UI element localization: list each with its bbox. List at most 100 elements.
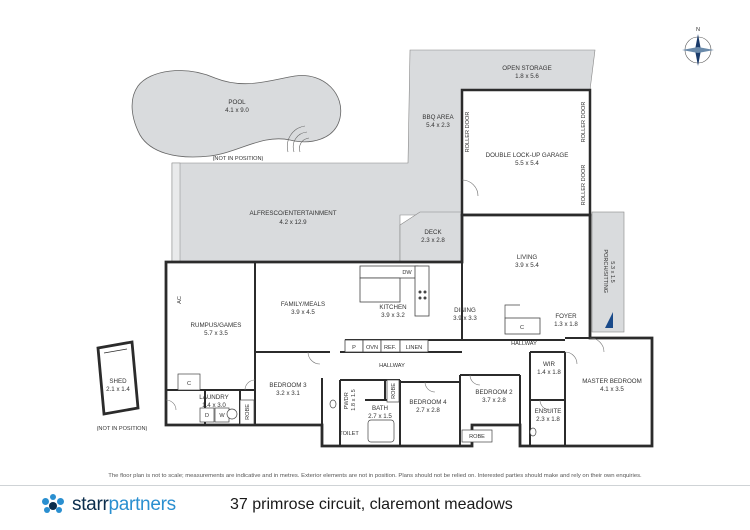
alfresco-edge [171,162,181,263]
family-dims: 3.9 x 4.5 [291,309,315,316]
foyer-cupboard-label: C [520,325,524,331]
living-name: LIVING [517,254,537,261]
porch-dims: 5.3 x 1.5 [609,261,615,282]
bedroom3-dims: 3.2 x 3.1 [276,390,300,397]
shed-note: (NOT IN POSITION) [97,426,148,432]
toilet-icon [329,399,337,409]
cooktop-icon [418,290,427,300]
property-address: 37 primrose circuit, claremont meadows [230,496,513,513]
porch-label: PORCH/SITTING 5.3 x 1.5 [602,249,615,294]
foyer-dims: 1.3 x 1.8 [554,321,578,328]
garage-walls [460,88,592,217]
oven-label: OVN [366,345,378,351]
pool-name: POOL [228,99,246,106]
alfresco-dims: 4.2 x 12.9 [279,219,307,226]
alfresco-name: ALFRESCO/ENTERTAINMENT [249,210,336,217]
compass-north-label: N [696,27,700,33]
brand-logo[interactable]: starrpartners [40,490,176,520]
fridge-label: REF. [384,345,397,351]
bbq-dims: 5.4 x 2.3 [426,122,450,129]
roller-door-right-top: ROLLER DOOR [581,102,587,143]
garage-dims: 5.5 x 5.4 [515,160,539,167]
bed4-robe-label: ROBE [391,383,397,399]
bed4-robe-box [386,379,400,403]
rumpus-cupboard [177,373,201,391]
wir-dims: 1.4 x 1.8 [537,369,561,376]
wir-name: WIR [543,361,556,368]
foyer-cupboard [504,317,541,335]
dryer-box [199,407,215,423]
foyer-name: FOYER [555,313,577,320]
footer-divider [0,485,750,486]
master-name: MASTER BEDROOM [582,378,641,385]
bed2-robe-box [461,429,493,443]
shed-dims: 2.1 x 1.4 [106,386,130,393]
open-storage-name: OPEN STORAGE [502,65,551,72]
pool-shape [131,70,342,158]
bed3-robe-box [239,399,255,425]
disclaimer-text: The floor plan is not to scale; measurem… [108,473,642,479]
ensuite-name: ENSUITE [535,408,562,415]
rumpus-cupboard-label: C [187,381,191,387]
bedroom4-dims: 2.7 x 2.8 [416,407,440,414]
bedroom2-dims: 3.7 x 2.8 [482,397,506,404]
bath-name: BATH [372,405,388,412]
laundry-tub-icon [226,408,238,420]
brand-part1: starr [72,494,109,515]
family-name: FAMILY/MEALS [281,301,325,308]
roller-door-right-bottom: ROLLER DOOR [581,165,587,206]
shed-divider [103,348,128,354]
pool-dims: 4.1 x 9.0 [225,107,249,114]
stair-outline [504,304,520,318]
ensuite-toilet-icon [529,427,537,437]
living-dims: 3.9 x 5.4 [515,262,539,269]
brand-part2: partners [108,494,177,515]
bath-dims: 2.7 x 1.5 [368,413,392,420]
kitchen-bench [344,265,430,353]
rumpus-dims: 5.7 x 3.5 [204,330,228,337]
garage-name: DOUBLE LOCK-UP GARAGE [486,152,569,159]
pool-steps [287,125,310,153]
floor-plan: N POOL 4.1 x 9.0 (NOT IN POSITION) OPEN … [96,27,714,448]
toilet-label: TOILET [339,431,359,437]
master-dims: 4.1 x 3.5 [600,386,624,393]
laundry-dims: 1.4 x 3.0 [202,402,226,409]
deck-name: DECK [424,229,442,236]
bbq-name: BBQ AREA [422,114,454,121]
bedroom4-name: BEDROOM 4 [409,399,447,406]
laundry-name: LAUNDRY [199,394,228,401]
bedroom3-name: BEDROOM 3 [269,382,307,389]
dining-dims: 3.9 x 3.3 [453,315,477,322]
pool-note: (NOT IN POSITION) [213,156,264,162]
brand-wordmark: starrpartners [72,494,176,516]
pwdr-label: PWDR 1.8 x 1.5 [344,389,357,410]
pantry-label: P [352,345,356,351]
hallway-label-2: HALLWAY [511,341,537,347]
bedroom2-name: BEDROOM 2 [475,389,513,396]
bed3-robe-label: ROBE [245,404,251,420]
open-storage-dims: 1.8 x 5.6 [515,73,539,80]
kitchen-name: KITCHEN [379,304,406,311]
pwdr-name: PWDR [344,392,350,409]
porch-area [591,211,625,333]
rumpus-name: RUMPUS/GAMES [191,322,242,329]
door-swings [165,337,605,411]
entry-arrow-icon [605,312,613,328]
starr-partners-logo-icon [40,492,66,518]
compass-icon [682,34,714,66]
outdoor-entertaining-area [171,49,596,263]
linen-label: LINEN [406,345,422,351]
bath-tub-icon [367,419,395,443]
dishwasher-label: DW [402,270,412,276]
dryer-label: D [205,413,209,419]
kitchen-dims: 3.9 x 3.2 [381,312,405,319]
ac-label: AC [177,296,183,304]
shed-outline [96,340,140,416]
ensuite-dims: 2.3 x 1.8 [536,416,560,423]
porch-name: PORCH/SITTING [602,249,608,293]
bed2-robe-label: ROBE [469,434,485,440]
pwdr-dims: 1.8 x 1.5 [351,389,357,410]
roller-door-left: ROLLER DOOR [465,112,471,153]
dining-name: DINING [454,307,476,314]
garage-door-swing [461,179,479,197]
